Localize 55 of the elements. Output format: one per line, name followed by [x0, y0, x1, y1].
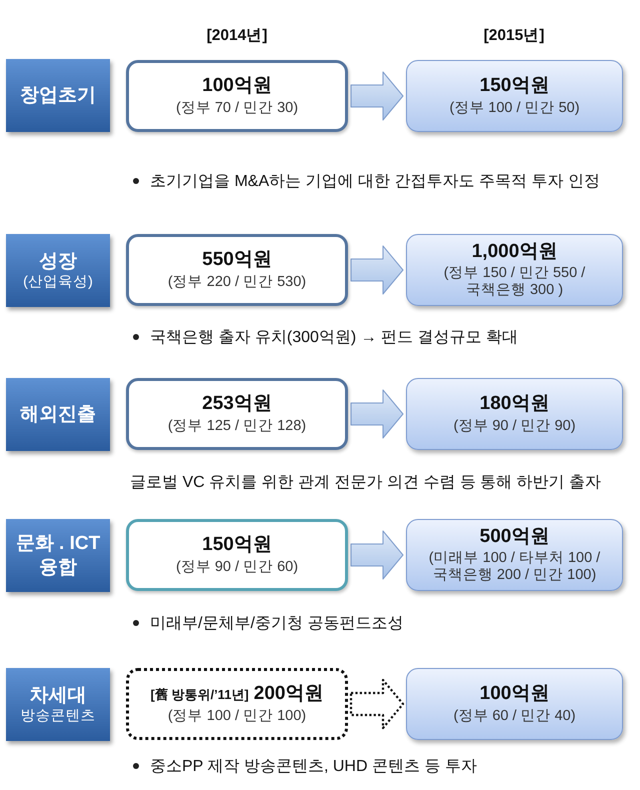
amount-text: 150억원: [202, 533, 272, 558]
note-text: 초기기업을 M&A하는 기업에 대한 간접투자도 주목적 투자 인정: [150, 172, 600, 192]
breakdown-text: (정부 100 / 민간 100): [168, 708, 306, 726]
note-text: 국책은행 출자 유치(300억원) → 펀드 결성규모 확대: [150, 328, 518, 348]
category-title: 해외진출: [20, 402, 96, 426]
breakdown-text: (정부 220 / 민간 530): [168, 274, 306, 292]
period-note: [舊 방통위/’11년]: [150, 686, 249, 704]
category-title: 성장: [39, 250, 77, 274]
column-heading: [2014년]: [206, 26, 268, 46]
breakdown-text: (정부 90 / 민간 60): [176, 559, 298, 577]
amount-box: [406, 234, 623, 306]
amount-box: [406, 378, 623, 450]
amount-box: [406, 519, 623, 591]
breakdown-text: (정부 125 / 민간 128): [168, 418, 306, 436]
amount-box: [126, 519, 348, 591]
category-subtitle: 방송콘텐츠: [20, 707, 96, 726]
amount-box: [406, 60, 623, 132]
column-heading: [2015년]: [484, 26, 544, 46]
block-arrow: [350, 530, 404, 580]
note-text: 미래부/문체부/중기청 공동펀드조성: [150, 614, 404, 634]
block-arrow: [350, 390, 404, 438]
category-title: 창업초기: [20, 84, 96, 108]
category-box: [6, 668, 110, 741]
amount-text: 100억원: [480, 682, 550, 706]
amount-text: 100억원: [202, 74, 272, 98]
breakdown-text: (정부 60 / 민간 40): [453, 708, 576, 726]
amount-box: [406, 668, 623, 740]
category-subtitle: (산업육성): [23, 273, 93, 292]
amount-text: 500억원: [480, 525, 550, 550]
note-text: 글로벌 VC 유치를 위한 관계 전문가 의견 수렴 등 통해 하반기 출자: [130, 472, 602, 492]
block-arrow: [350, 72, 404, 120]
amount-text: 253억원: [202, 392, 272, 416]
amount-box: [126, 60, 348, 132]
amount-text: 180억원: [480, 392, 550, 416]
amount-box: [126, 234, 348, 306]
amount-text: 1,000억원: [472, 240, 558, 264]
category-box: [6, 519, 110, 592]
category-box: [6, 59, 110, 132]
category-title: 차세대: [30, 684, 86, 708]
breakdown-text: (정부 150 / 민간 550 / 국책은행 300 ): [442, 264, 586, 300]
breakdown-text: (미래부 100 / 타부처 100 / 국책은행 200 / 민간 100): [428, 550, 602, 585]
amount-text: 150억원: [480, 74, 550, 98]
amount-box: [126, 378, 348, 450]
amount-box: [126, 668, 348, 740]
breakdown-text: (정부 100 / 민간 50): [449, 100, 580, 118]
amount-text: 200억원: [254, 682, 324, 706]
breakdown-text: (정부 90 / 민간 90): [453, 418, 576, 436]
amount-text: 550억원: [202, 248, 272, 272]
block-arrow: [350, 246, 404, 294]
category-box: [6, 378, 110, 451]
category-box: [6, 234, 110, 307]
breakdown-text: (정부 70 / 민간 30): [176, 100, 298, 118]
category-title: 문화 . ICT 융합: [14, 532, 102, 580]
note-text: 중소PP 제작 방송콘텐츠, UHD 콘텐츠 등 투자: [150, 756, 477, 776]
block-arrow: [350, 678, 404, 730]
